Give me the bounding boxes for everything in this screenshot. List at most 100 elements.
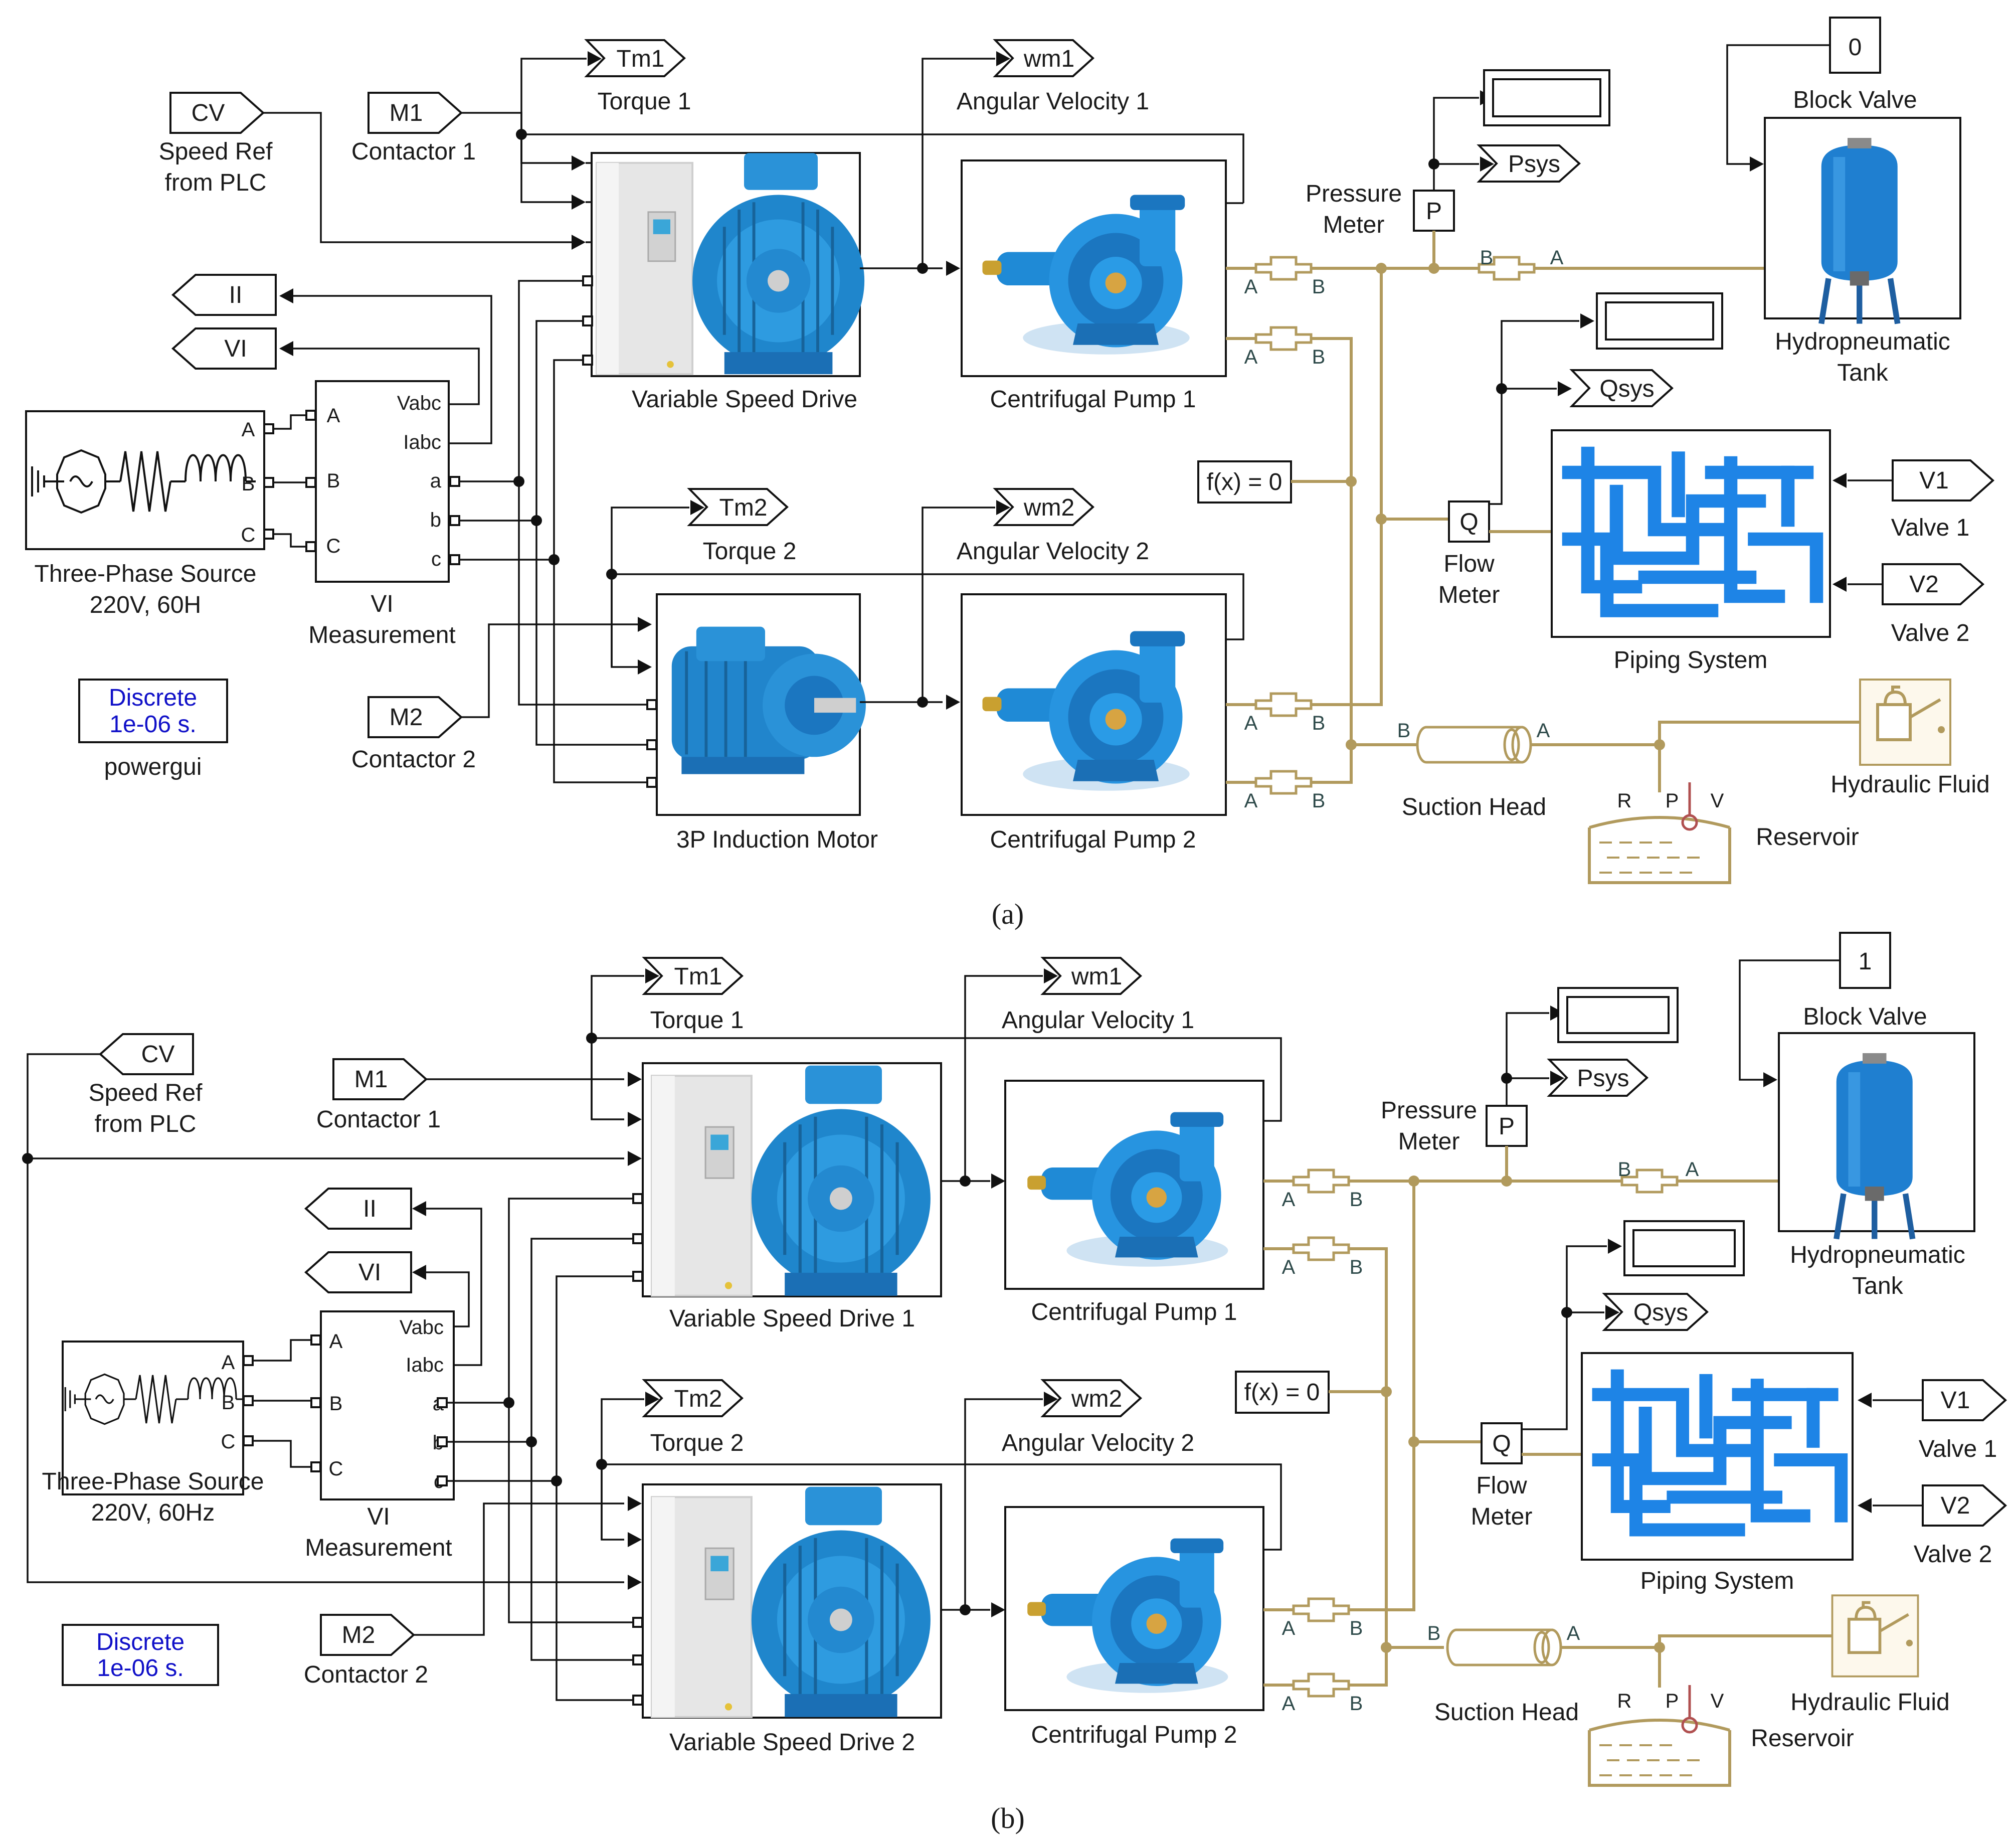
hydraulic-fluid-block-b[interactable] [1832,1595,1918,1677]
pressure-display[interactable] [1483,69,1610,126]
from-m2-tag-b[interactable]: M2 [320,1614,416,1656]
centrifugal-pump-2-block[interactable] [961,593,1227,816]
hydropneumatic-tank-label-b-line-1: Hydropneumatic [1790,1242,1965,1268]
goto-vi-tag[interactable]: VI [171,327,277,370]
reservoir-label-b: Reservoir [1751,1725,1854,1752]
variable-speed-drive-1-block[interactable] [642,1062,942,1297]
vi-measurement-block[interactable] [315,380,450,583]
pressure-meter-letter-b: P [1499,1113,1515,1140]
hydraulic-fluid-block[interactable] [1860,680,1950,765]
flow-meter-block-b[interactable] [1481,1422,1523,1464]
goto-ii-tag-b[interactable]: II [304,1188,412,1230]
variable-speed-drive-block[interactable] [591,153,864,377]
from-cv-tag[interactable]: CV [169,92,265,134]
three-phase-source-block[interactable] [25,410,265,550]
arrow-tm1 [588,51,602,66]
connector-a-label-1: A [1244,346,1258,368]
junction-dot [586,1033,597,1044]
arrow-b-tm1 [645,968,659,983]
goto-psys-tag-b[interactable]: Psys [1547,1059,1648,1097]
wire-b-bus-c-bottom [556,1481,638,1701]
from-v2-tag-b[interactable]: V2 [1922,1484,2007,1527]
contactor-1-label-b: Contactor 1 [316,1106,441,1133]
goto-tm1-tag-b[interactable]: Tm1 [642,957,744,995]
suction-b-a-label: A [1567,1622,1580,1644]
goto-wm1-tag-b[interactable]: wm1 [1040,957,1142,995]
wire-bus-c-top [459,359,584,561]
goto-tm2-tag-b[interactable]: Tm2 [642,1379,744,1417]
goto-tm2-tag[interactable]: Tm2 [687,488,789,526]
from-m1-tag[interactable]: M1 [368,92,463,134]
goto-wm2-tag[interactable]: wm2 [993,488,1094,526]
goto-vi-tag-b[interactable]: VI [304,1251,412,1293]
from-v1-tag-b[interactable]: V1 [1922,1379,2007,1421]
from-v1-tag[interactable]: V1 [1892,459,1995,501]
goto-qsys-tag[interactable]: Qsys [1569,369,1674,407]
pressure-display-b[interactable] [1557,987,1679,1043]
discharge-pump2-b [1349,1442,1415,1611]
variable-speed-drive-2-block[interactable] [642,1483,942,1719]
vi-out-port-1 [449,515,460,526]
junction-dot [503,1397,514,1408]
solver-config-block[interactable] [1197,460,1292,504]
reservoir-block[interactable] [1589,782,1730,883]
hydraulic-connector-b-0 [1294,1170,1349,1192]
vi-port-b-out-label: b [430,509,441,531]
tank-connector-b: B [1480,247,1494,269]
wire-b-bus-b-bottom [530,1442,638,1661]
junction-dot [548,554,560,565]
arrow-wm2 [996,500,1010,515]
from-v2-tag[interactable]: V2 [1882,563,1985,605]
from-v2-tag-b-text: V2 [1941,1492,1970,1519]
goto-psys-tag-text: Psys [1508,151,1560,178]
from-m2-tag-shape [368,696,463,738]
hydraulic-connector-b-2 [1294,1599,1349,1621]
wire-bus-a-top [459,280,584,482]
drive-port-1 [582,315,593,326]
pressure-display-b-window [1566,996,1670,1034]
wire-torque1-feedback [521,133,1244,203]
piping-system-block-b[interactable] [1581,1352,1854,1561]
goto-psys-tag-b-text: Psys [1577,1065,1629,1092]
goto-tm1-tag[interactable]: Tm1 [584,39,686,77]
centrifugal-pump-1-block-b[interactable] [1004,1080,1264,1290]
arrow-m2 [638,617,652,632]
flow-meter-block[interactable] [1448,500,1490,543]
wire-phase-c [273,533,306,548]
vi-b-out-port-1 [437,1436,448,1447]
pressure-meter-block-b[interactable] [1486,1105,1528,1147]
induction-motor-block[interactable] [656,593,866,816]
solver-config-block-b[interactable] [1235,1371,1330,1414]
hydraulic-connector-b-3 [1294,1674,1349,1696]
three-phase-source-block-b[interactable] [62,1341,245,1495]
centrifugal-pump-1-block[interactable] [961,159,1227,377]
flow-display[interactable] [1596,292,1723,350]
goto-ii-tag[interactable]: II [171,274,277,316]
hydropneumatic-tank-block-b[interactable] [1778,1032,1975,1239]
arrow-speed-ref [572,235,586,250]
centrifugal-pump-2-block-b[interactable] [1004,1506,1264,1711]
motor-port-0 [646,699,657,710]
goto-wm1-tag[interactable]: wm1 [993,39,1094,77]
goto-psys-tag[interactable]: Psys [1477,144,1581,183]
from-m1-tag-b[interactable]: M1 [332,1058,428,1100]
arrow-motor-pump2 [946,695,960,710]
piping-system-block[interactable] [1551,429,1831,638]
from-cv-tag-b[interactable]: CV [98,1033,194,1075]
from-m2-tag-b-shape [320,1614,416,1656]
wire-block-valve [1726,44,1830,165]
reservoir-block-b[interactable] [1589,1685,1730,1785]
arrow-psys [1480,156,1494,172]
suction-head-icon [1417,727,1531,762]
variable-speed-drive-1-label: Variable Speed Drive 1 [669,1305,915,1332]
from-m2-tag[interactable]: M2 [368,696,463,738]
flow-display-b[interactable] [1623,1220,1745,1276]
goto-wm2-tag-b[interactable]: wm2 [1040,1379,1142,1417]
wire-b-qsys [1522,1311,1604,1430]
hydropneumatic-tank-block[interactable] [1764,117,1961,324]
junction-dot [1654,739,1665,750]
vi-measurement-frame [315,380,450,583]
goto-qsys-tag-b[interactable]: Qsys [1602,1293,1709,1331]
